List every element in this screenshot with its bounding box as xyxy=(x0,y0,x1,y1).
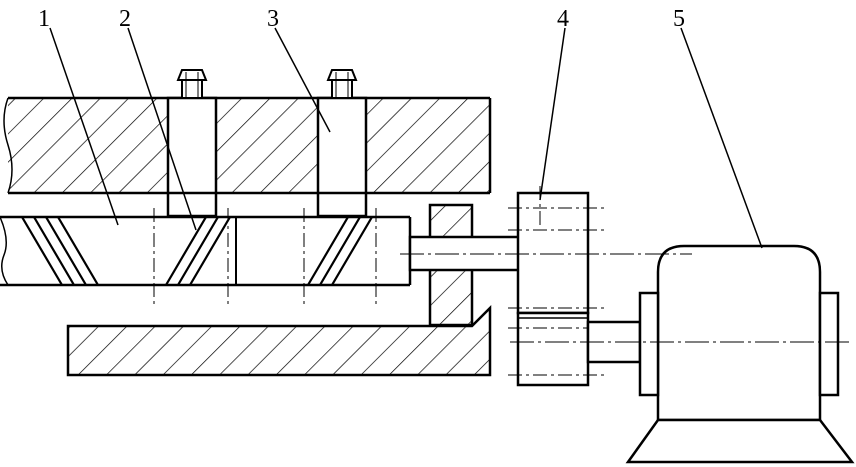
screw-shaft xyxy=(0,208,412,305)
centerlines xyxy=(400,253,852,343)
label-part-5: 5 xyxy=(673,6,685,32)
label-part-2: 2 xyxy=(119,6,131,32)
base-plate xyxy=(66,304,492,377)
leader-lines xyxy=(49,27,763,249)
label-part-4: 4 xyxy=(557,6,569,32)
upper-block xyxy=(3,96,492,195)
guide-stud-right xyxy=(316,69,368,218)
label-part-1: 1 xyxy=(38,6,50,32)
label-part-3: 3 xyxy=(267,6,279,32)
bearing-bracket xyxy=(408,203,522,327)
motor xyxy=(625,244,855,464)
guide-stud-left xyxy=(166,69,218,218)
